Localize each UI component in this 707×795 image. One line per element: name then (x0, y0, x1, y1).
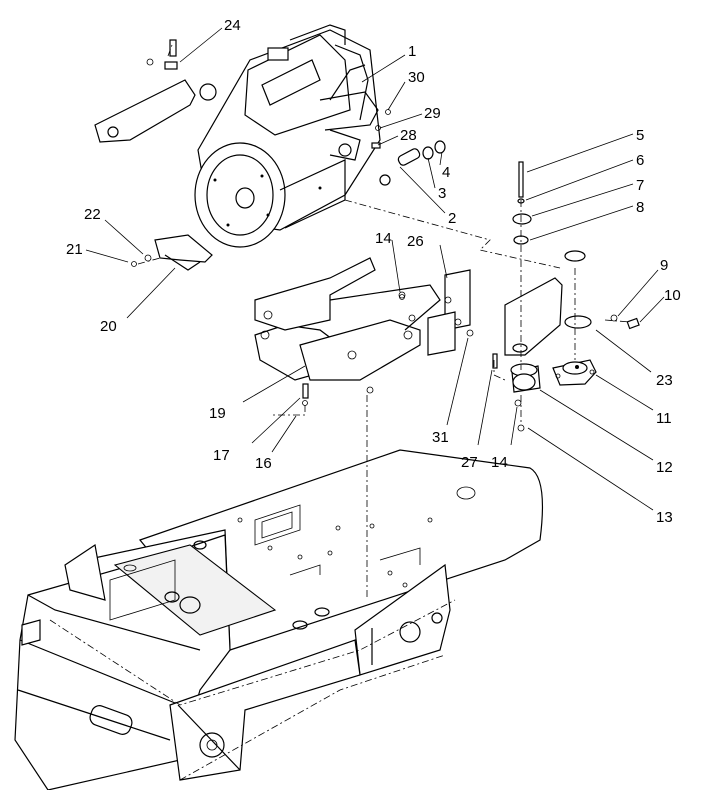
callout-10: 10 (664, 287, 681, 304)
callout-7: 7 (636, 177, 644, 194)
callout-5: 5 (636, 127, 644, 144)
callout-20: 20 (100, 318, 117, 335)
callout-27: 27 (461, 454, 478, 471)
callout-26: 26 (407, 233, 424, 250)
callout-23: 23 (656, 372, 673, 389)
chassis-frame (14, 449, 544, 791)
assembly-lines (49, 44, 631, 781)
engine-mount-plate (254, 161, 640, 432)
callout-21: 21 (66, 241, 83, 258)
callout-6: 6 (636, 152, 644, 169)
callout-11: 11 (656, 410, 672, 427)
callout-14-lower: 14 (491, 454, 508, 471)
callout-12: 12 (656, 459, 673, 476)
engine-hardware (94, 39, 446, 271)
callout-2: 2 (448, 210, 456, 227)
callout-28: 28 (400, 127, 417, 144)
callout-24: 24 (224, 17, 241, 34)
callout-17: 17 (213, 447, 230, 464)
callout-19: 19 (209, 405, 226, 422)
callout-29: 29 (424, 105, 441, 122)
callout-30: 30 (408, 69, 425, 86)
callout-14-upper: 14 (375, 230, 392, 247)
callout-8: 8 (636, 199, 644, 216)
callout-22: 22 (84, 206, 101, 223)
callout-1: 1 (408, 43, 416, 60)
engine-assembly (194, 24, 381, 248)
callout-13: 13 (656, 509, 673, 526)
callout-labels: 1 2 3 4 5 6 7 8 9 10 11 12 13 14 14 16 1… (66, 17, 681, 526)
callout-16: 16 (255, 455, 272, 472)
callout-31: 31 (432, 429, 449, 446)
callout-4: 4 (442, 164, 450, 181)
callout-3: 3 (438, 185, 446, 202)
leader-lines (85, 27, 665, 511)
callout-9: 9 (660, 257, 668, 274)
